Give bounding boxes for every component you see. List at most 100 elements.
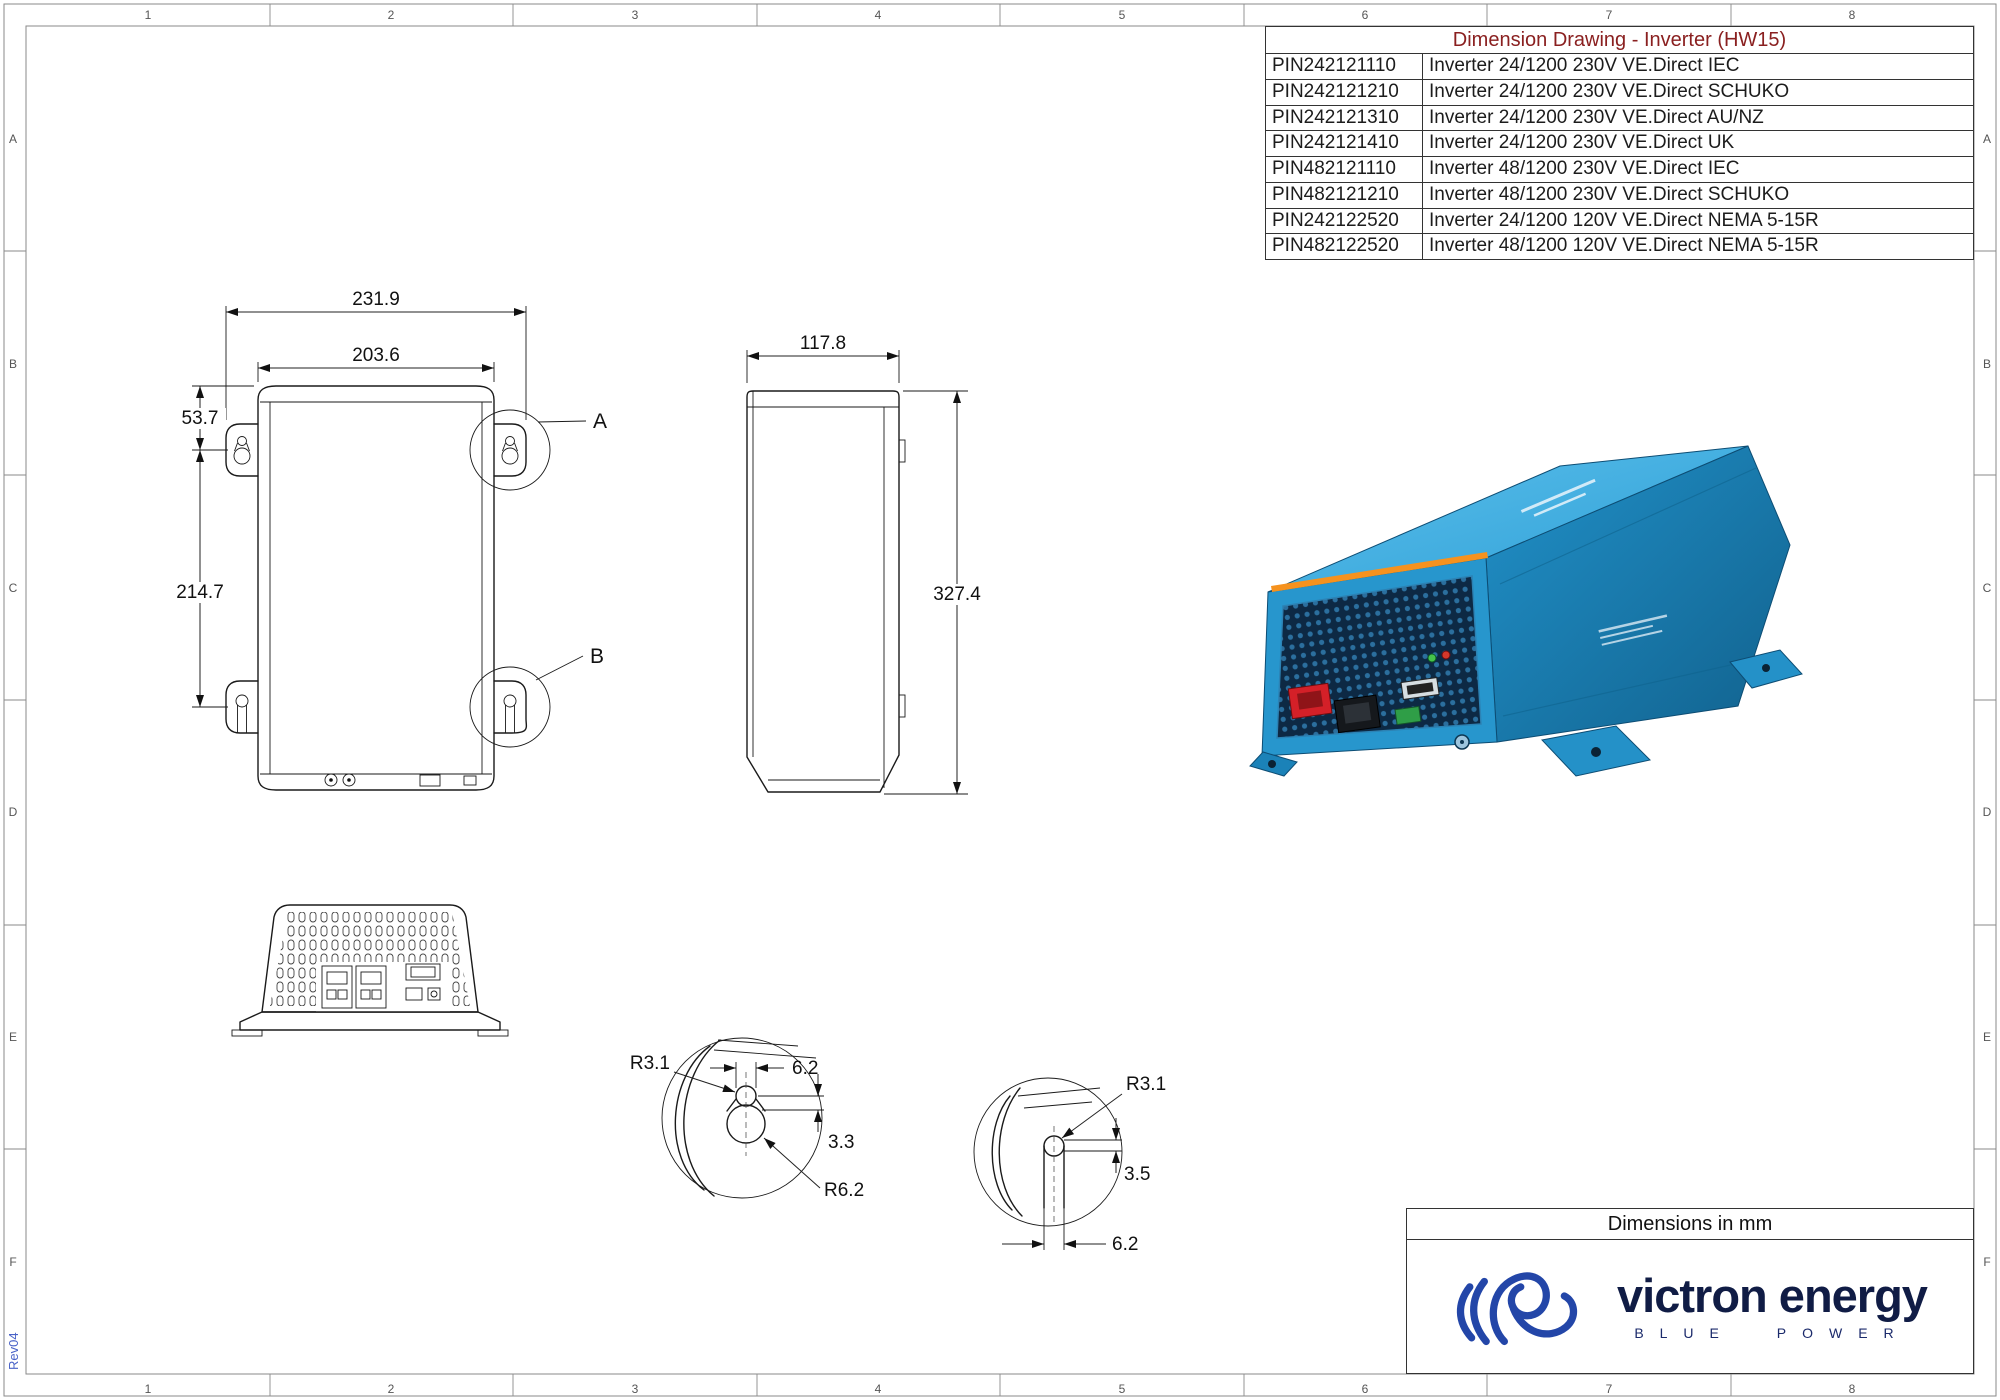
- grid-row-label: F: [9, 1255, 16, 1269]
- dimension-detail-a-slot-width: 6.2: [710, 1058, 818, 1088]
- side-view: 117.8 327.4: [746, 333, 992, 795]
- led-red: [1441, 650, 1451, 660]
- grid-row-label: D: [1983, 805, 1992, 819]
- part-number: PIN482122520: [1266, 234, 1423, 259]
- part-number: PIN482121110: [1266, 157, 1423, 182]
- part-description: Inverter 24/1200 120V VE.Direct NEMA 5-1…: [1429, 209, 1819, 231]
- grid-col-label: 5: [1119, 1382, 1126, 1396]
- victron-logo-icon: [1456, 1272, 1578, 1346]
- dimensions-note: Dimensions in mm: [1407, 1209, 1973, 1240]
- dim-label: 203.6: [352, 345, 400, 366]
- grid-col-label: 2: [388, 1382, 395, 1396]
- ground-terminal: [1394, 705, 1422, 726]
- callout-b-label: B: [590, 645, 604, 668]
- grid-col-label: 5: [1119, 8, 1126, 22]
- part-description: Inverter 48/1200 120V VE.Direct NEMA 5-1…: [1429, 235, 1819, 257]
- grid-col-label: 3: [632, 1382, 639, 1396]
- detail-a-view: R3.1 6.2 3.3 R6.2: [630, 1037, 864, 1201]
- front-view-terminals: [324, 773, 477, 787]
- table-row: PIN482121210 Inverter 48/1200 230V VE.Di…: [1266, 182, 1973, 209]
- grid-row-label: C: [9, 581, 18, 595]
- table-row: PIN242121410 Inverter 24/1200 230V VE.Di…: [1266, 131, 1973, 157]
- callout-a: A: [469, 409, 607, 491]
- side-decal: [1598, 614, 1668, 646]
- dimension-body-width: 203.6: [257, 345, 495, 382]
- dimension-detail-a-r-large: R6.2: [763, 1137, 864, 1201]
- grid-col-label: 6: [1362, 8, 1369, 22]
- dimension-depth: 117.8: [746, 333, 900, 383]
- front-view: 231.9 203.6 53.7 214.7 A: [166, 289, 607, 791]
- sheet-frame: 1 2 3 4 5 6 7 8 1 2 3 4 5 6 7 8 A B C D …: [3, 3, 1997, 1397]
- dim-label: 3.3: [828, 1132, 854, 1153]
- dimension-detail-a-offset: 3.3: [758, 1074, 854, 1153]
- table-row: PIN242121110 Inverter 24/1200 230V VE.Di…: [1266, 54, 1973, 80]
- table-row: PIN482121110 Inverter 48/1200 230V VE.Di…: [1266, 157, 1973, 183]
- part-number: PIN242121410: [1266, 131, 1423, 156]
- mounting-flange-bottom-left: [225, 680, 259, 734]
- grid-col-label: 2: [388, 8, 395, 22]
- bottom-view-connectors: [321, 963, 441, 1009]
- top-decal: [1520, 478, 1596, 517]
- dimension-detail-b-slot-width: 6.2: [1002, 1208, 1138, 1255]
- grid-col-label: 4: [875, 8, 882, 22]
- revision-label: Rev04: [6, 1332, 21, 1370]
- part-description: Inverter 24/1200 230V VE.Direct SCHUKO: [1429, 80, 1790, 102]
- part-number: PIN482121210: [1266, 182, 1423, 208]
- keyhole-slot-b: [1043, 1126, 1065, 1222]
- grid-row-label: D: [9, 805, 18, 819]
- grid-col-label: 7: [1606, 8, 1613, 22]
- table-row: PIN242121210 Inverter 24/1200 230V VE.Di…: [1266, 79, 1973, 106]
- mounting-flange-top-left: [225, 423, 259, 477]
- dimension-outer-width: 231.9: [225, 289, 527, 420]
- dc-terminal-black: [1333, 694, 1381, 734]
- brand-wordmark: victron energy BLUE POWER: [1617, 1268, 1928, 1341]
- parts-table-title: Dimension Drawing - Inverter (HW15): [1266, 27, 1973, 54]
- grid-column-labels-top: 1 2 3 4 5 6 7 8: [145, 8, 1856, 22]
- table-row: PIN242121310 Inverter 24/1200 230V VE.Di…: [1266, 105, 1973, 132]
- table-row: PIN242122520 Inverter 24/1200 120V VE.Di…: [1266, 208, 1973, 235]
- grid-col-label: 8: [1849, 8, 1856, 22]
- mounting-flange-bottom-right: [493, 680, 528, 734]
- dimension-hole-spacing: 214.7: [166, 450, 234, 708]
- parts-table: Dimension Drawing - Inverter (HW15) PIN2…: [1265, 26, 1974, 260]
- grid-row-labels-right: A B C D E F: [1983, 132, 1992, 1269]
- frame-tick-marks: [4, 4, 1996, 1396]
- dim-label: R6.2: [824, 1180, 864, 1201]
- grid-row-label: B: [1983, 357, 1991, 371]
- part-description: Inverter 48/1200 230V VE.Direct IEC: [1429, 158, 1740, 179]
- grid-col-label: 3: [632, 8, 639, 22]
- part-number: PIN242121110: [1266, 54, 1423, 79]
- dim-label: 231.9: [352, 289, 400, 310]
- grid-row-label: E: [1983, 1030, 1991, 1044]
- grid-row-label: C: [1983, 581, 1992, 595]
- title-block-box: Dimensions in mm victron energy BLUE POW…: [1406, 1208, 1974, 1374]
- side-clip-bottom: [898, 694, 906, 718]
- part-description: Inverter 24/1200 230V VE.Direct UK: [1429, 132, 1735, 154]
- part-number: PIN242121210: [1266, 79, 1423, 105]
- part-description: Inverter 48/1200 230V VE.Direct SCHUKO: [1429, 183, 1790, 205]
- dim-label: R3.1: [1126, 1074, 1166, 1095]
- brand-name: victron energy: [1617, 1268, 1928, 1322]
- grid-col-label: 1: [145, 1382, 152, 1396]
- side-clip-top: [898, 439, 906, 463]
- dimension-top-hole-offset: 53.7: [174, 385, 254, 451]
- dimension-detail-b-r-small: R3.1: [1061, 1074, 1166, 1139]
- dim-label: 117.8: [800, 333, 846, 354]
- detail-b-view: R3.1 3.5 6.2: [973, 1074, 1166, 1255]
- grid-row-labels-left: A B C D E F: [9, 132, 18, 1269]
- grid-row-label: A: [1983, 132, 1991, 146]
- grid-col-label: 6: [1362, 1382, 1369, 1396]
- dc-terminal-red: [1287, 682, 1333, 720]
- bottom-view: [231, 904, 509, 1037]
- mounting-flange-top-right: [493, 423, 527, 477]
- part-number: PIN242121310: [1266, 105, 1423, 131]
- dim-label: R3.1: [630, 1053, 670, 1074]
- callout-a-label: A: [593, 410, 607, 433]
- keyhole-slot-a: [726, 1072, 766, 1156]
- part-number: PIN242122520: [1266, 208, 1423, 234]
- led-green: [1427, 653, 1437, 663]
- brand-tagline: BLUE POWER: [1634, 1324, 1910, 1341]
- grid-col-label: 1: [145, 8, 152, 22]
